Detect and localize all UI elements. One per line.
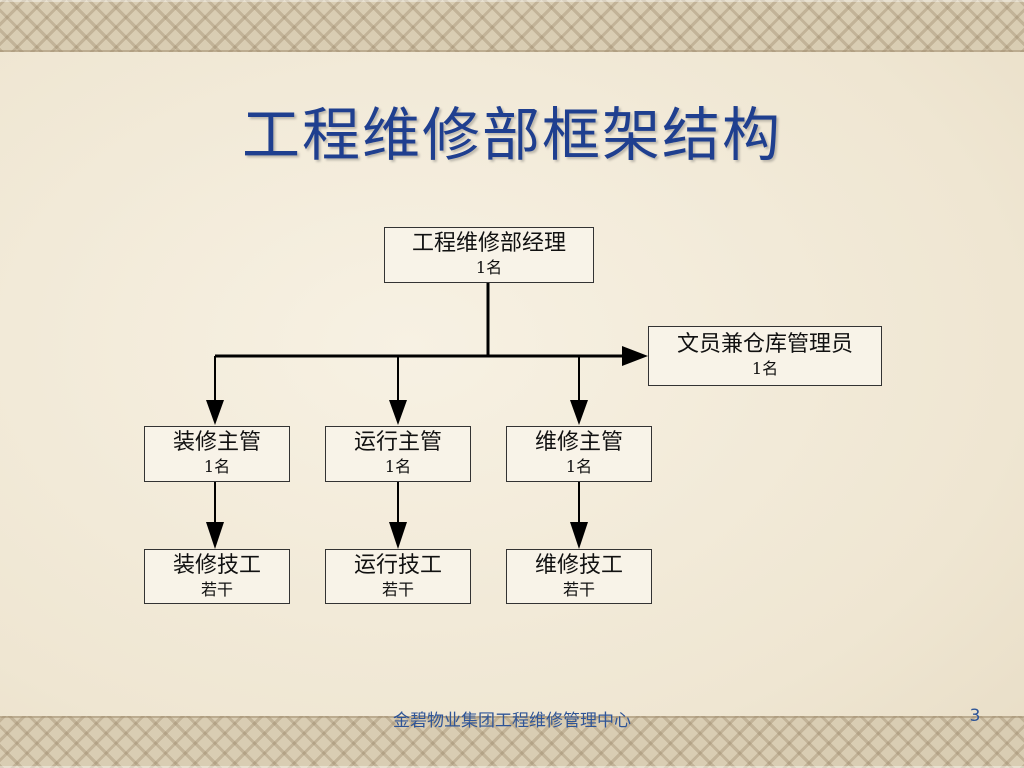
node-technician-name: 维修技工 [507, 552, 651, 580]
node-technician-renovation: 装修技工 若干 [144, 549, 290, 604]
node-clerk: 文员兼仓库管理员 1名 [648, 326, 882, 386]
node-manager-name: 工程维修部经理 [385, 230, 593, 258]
node-supervisor-operation: 运行主管 1名 [325, 426, 471, 482]
node-supervisor-maintenance: 维修主管 1名 [506, 426, 652, 482]
node-supervisor-renovation: 装修主管 1名 [144, 426, 290, 482]
node-clerk-name: 文员兼仓库管理员 [649, 331, 881, 359]
node-technician-name: 运行技工 [326, 552, 470, 580]
node-clerk-count: 1名 [649, 359, 881, 379]
node-supervisor-name: 装修主管 [145, 429, 289, 457]
node-manager: 工程维修部经理 1名 [384, 227, 594, 283]
arrow-to-technician-2 [389, 522, 407, 549]
arrow-to-supervisor-1 [206, 400, 224, 425]
node-technician-operation: 运行技工 若干 [325, 549, 471, 604]
node-supervisor-name: 维修主管 [507, 429, 651, 457]
arrow-to-supervisor-2 [389, 400, 407, 425]
node-supervisor-name: 运行主管 [326, 429, 470, 457]
node-supervisor-count: 1名 [326, 457, 470, 477]
node-technician-name: 装修技工 [145, 552, 289, 580]
arrow-to-technician-3 [570, 522, 588, 549]
arrow-to-technician-1 [206, 522, 224, 549]
node-supervisor-count: 1名 [145, 457, 289, 477]
node-technician-count: 若干 [326, 580, 470, 600]
node-technician-maintenance: 维修技工 若干 [506, 549, 652, 604]
arrow-to-supervisor-3 [570, 400, 588, 425]
node-supervisor-count: 1名 [507, 457, 651, 477]
node-technician-count: 若干 [507, 580, 651, 600]
page-number: 3 [960, 706, 990, 726]
node-manager-count: 1名 [385, 258, 593, 278]
node-technician-count: 若干 [145, 580, 289, 600]
arrow-to-clerk [622, 346, 648, 366]
footer-text: 金碧物业集团工程维修管理中心 [0, 706, 1024, 731]
